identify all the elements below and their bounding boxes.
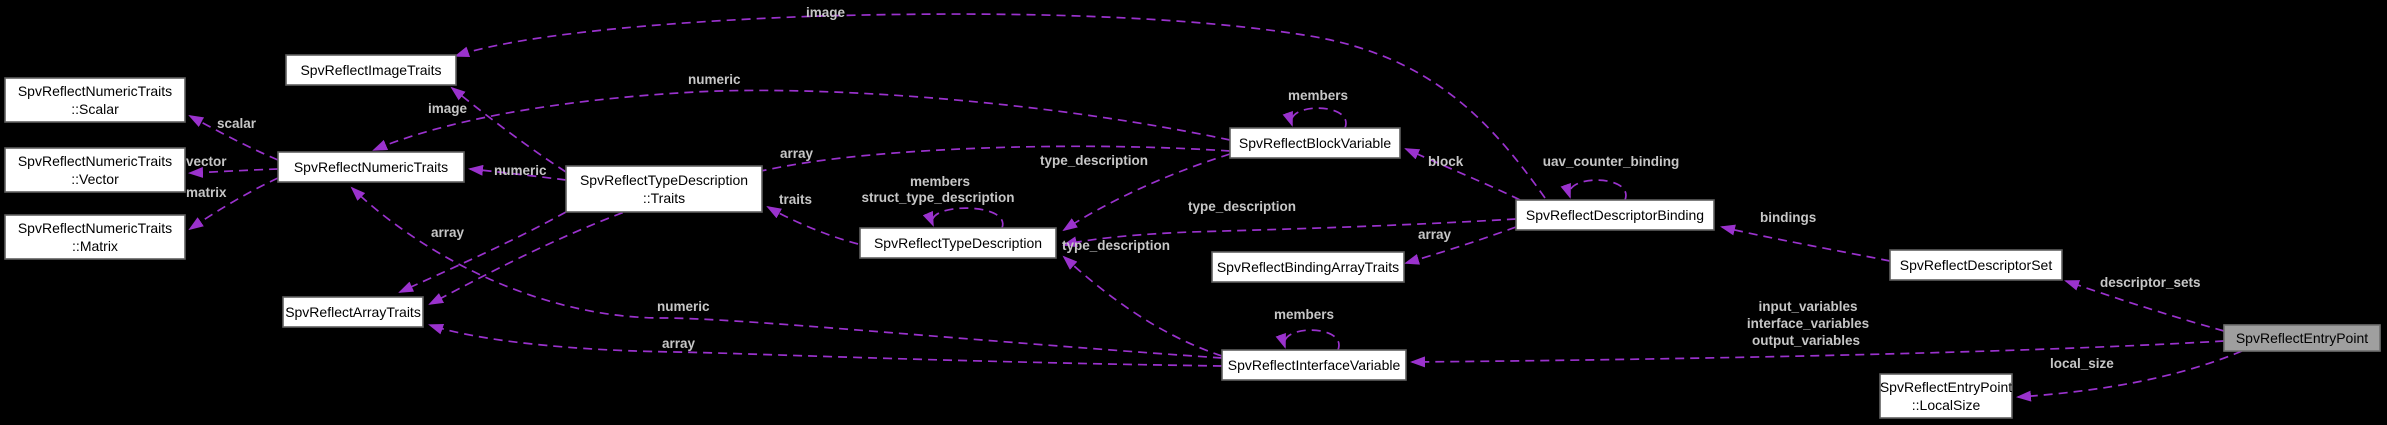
node-label: ::Scalar (71, 101, 119, 117)
node-label: SpvReflectImageTraits (300, 62, 441, 78)
edge-traits (766, 206, 859, 245)
edge-label-uav-counter-binding: uav_counter_binding (1543, 154, 1680, 169)
node-descriptor-binding[interactable]: SpvReflectDescriptorBinding (1515, 199, 1715, 231)
edge-label-matrix: matrix (186, 185, 227, 200)
edge-label-local-size: local_size (2050, 356, 2114, 371)
node-label: SpvReflectArrayTraits (285, 304, 421, 320)
edge-variables (1410, 340, 2225, 368)
node-block-variable[interactable]: SpvReflectBlockVariable (1229, 127, 1401, 159)
edge-array-left (398, 211, 567, 293)
edge-label-block: block (1428, 154, 1464, 169)
edge-image-top (454, 13, 1546, 199)
edge-numeric-right (468, 164, 567, 181)
node-binding-array-traits[interactable]: SpvReflectBindingArrayTraits (1211, 251, 1405, 283)
node-image-traits[interactable]: SpvReflectImageTraits (285, 54, 457, 86)
node-type-description-traits[interactable]: SpvReflectTypeDescription ::Traits (565, 165, 763, 213)
node-label: SpvReflectNumericTraits (18, 153, 172, 169)
node-numeric-traits-matrix[interactable]: SpvReflectNumericTraits ::Matrix (4, 214, 186, 260)
edge-label-members-block: members (1288, 88, 1348, 103)
node-numeric-traits-scalar[interactable]: SpvReflectNumericTraits ::Scalar (4, 77, 186, 123)
edge-scalar (188, 115, 279, 161)
edge-label-input-variables: input_variables (1758, 299, 1857, 314)
node-label: ::Matrix (72, 238, 118, 254)
node-label: ::LocalSize (1912, 397, 1981, 413)
edge-typedesc-lower (1062, 255, 1223, 357)
node-label: ::Vector (71, 171, 119, 187)
node-entry-point[interactable]: SpvReflectEntryPoint (2223, 324, 2381, 352)
node-label: SpvReflectEntryPoint (1880, 379, 2012, 395)
edge-label-members-interface: members (1274, 307, 1334, 322)
edge-descriptor-sets (2064, 280, 2225, 332)
node-label: SpvReflectTypeDescription (580, 172, 748, 188)
node-interface-variable[interactable]: SpvReflectInterfaceVariable (1221, 349, 1407, 381)
edge-label-numeric-bottom: numeric (657, 299, 710, 314)
node-array-traits[interactable]: SpvReflectArrayTraits (282, 296, 424, 328)
node-label: SpvReflectBlockVariable (1239, 135, 1391, 151)
edge-label-array-left: array (431, 225, 465, 240)
edge-label-output-variables: output_variables (1752, 333, 1860, 348)
node-type-description[interactable]: SpvReflectTypeDescription (859, 227, 1057, 259)
edge-label-traits: traits (779, 192, 812, 207)
node-label: SpvReflectEntryPoint (2236, 330, 2368, 346)
node-label: SpvReflectNumericTraits (18, 83, 172, 99)
edge-label-array-mid: array (780, 146, 814, 161)
edge-label-array-right: array (1418, 227, 1452, 242)
edge-label-numeric-right: numeric (494, 163, 547, 178)
edge-label-members-struct-2: struct_type_description (861, 190, 1014, 205)
edge-members-interface-loop (1275, 329, 1340, 351)
edge-block (1404, 148, 1521, 201)
node-label: ::Traits (643, 190, 685, 206)
edge-bindings (1720, 224, 1891, 262)
edge-label-type-description-upper: type_description (1040, 153, 1148, 168)
edge-label-descriptor-sets: descriptor_sets (2100, 275, 2201, 290)
edge-label-type-description-lower: type_description (1062, 238, 1170, 253)
edges (188, 13, 2243, 402)
node-label: SpvReflectTypeDescription (874, 235, 1042, 251)
edge-label-type-description-mid: type_description (1188, 199, 1296, 214)
edge-numeric-bottom (350, 186, 1223, 359)
edge-local-size (2016, 350, 2243, 402)
node-label: SpvReflectDescriptorBinding (1526, 207, 1704, 223)
edge-uav-counter-loop (1560, 179, 1627, 201)
edge-matrix (188, 177, 279, 231)
edge-image-mid (450, 86, 567, 173)
node-label: SpvReflectNumericTraits (18, 220, 172, 236)
edge-members-blockvar-loop (1282, 107, 1347, 129)
edge-label-numeric-top: numeric (688, 72, 741, 87)
edge-label-bindings: bindings (1760, 210, 1816, 225)
node-label: SpvReflectInterfaceVariable (1228, 357, 1401, 373)
edge-label-vector: vector (186, 154, 227, 169)
edge-label-image-mid: image (428, 101, 468, 116)
edge-array-mid (428, 145, 1231, 305)
edge-label-array-bottom: array (662, 336, 696, 351)
edge-array-bottom (428, 324, 1223, 367)
edge-label-members-struct-1: members (910, 174, 970, 189)
edge-label-image-top: image (806, 5, 846, 20)
edge-label-scalar: scalar (217, 116, 257, 131)
edge-vector (188, 166, 279, 178)
node-numeric-traits-vector[interactable]: SpvReflectNumericTraits ::Vector (4, 147, 186, 193)
edge-label-interface-variables: interface_variables (1747, 316, 1869, 331)
edge-labels: scalar vector matrix image image numeric… (186, 5, 2201, 371)
node-entry-point-local-size[interactable]: SpvReflectEntryPoint ::LocalSize (1879, 373, 2013, 419)
node-numeric-traits[interactable]: SpvReflectNumericTraits (277, 151, 465, 183)
edge-typedesc-upper (1062, 153, 1231, 232)
node-label: SpvReflectDescriptorSet (1900, 257, 2053, 273)
node-label: SpvReflectNumericTraits (294, 159, 448, 175)
node-label: SpvReflectBindingArrayTraits (1217, 259, 1399, 275)
edge-members-typedesc-loop (922, 207, 1004, 229)
edge-numeric-top (372, 89, 1231, 151)
node-descriptor-set[interactable]: SpvReflectDescriptorSet (1889, 249, 2063, 281)
